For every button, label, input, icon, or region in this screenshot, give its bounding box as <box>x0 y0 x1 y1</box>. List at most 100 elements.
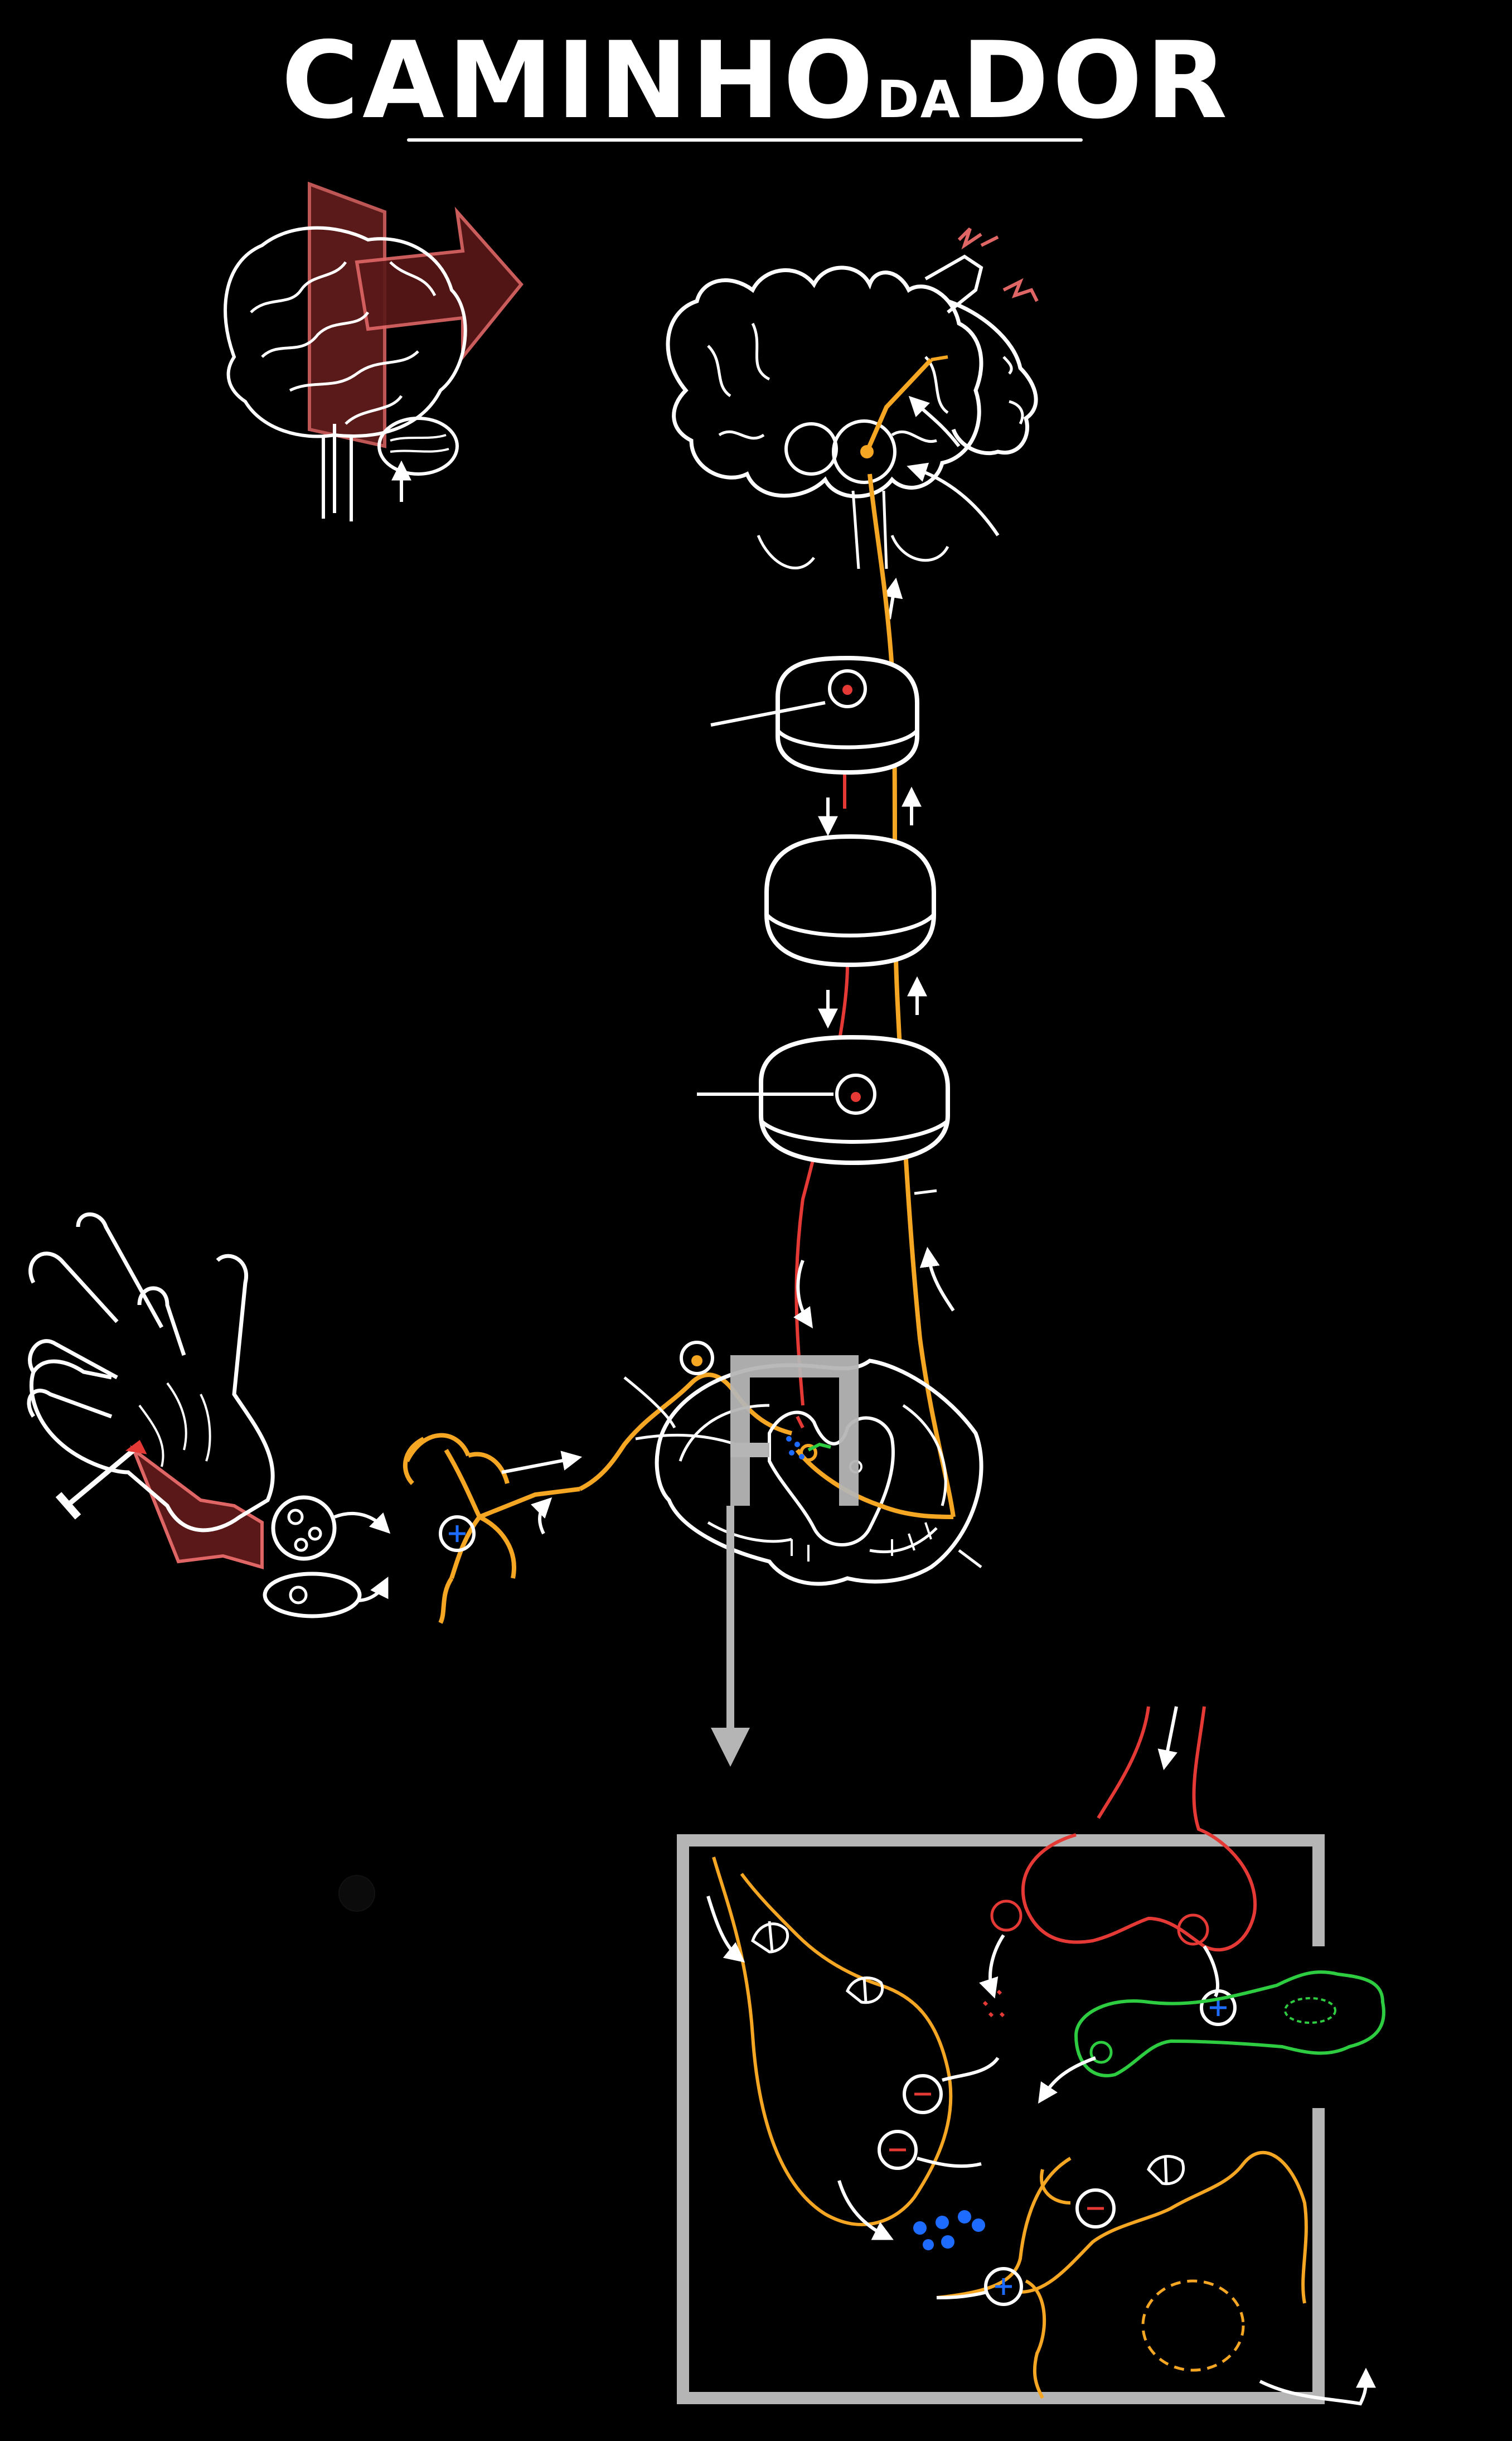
minus-2-arrow <box>917 2157 982 2168</box>
thalamus-synapse-dot <box>860 445 874 458</box>
inhibitory-interneuron <box>1074 1970 1385 2077</box>
descending-vesicle-2 <box>1177 1913 1209 1946</box>
brain-plane-illustration <box>224 181 524 521</box>
interneuron-terminal <box>1089 2041 1113 2064</box>
peripheral-axon <box>579 1372 792 1491</box>
small-brain-outline <box>224 226 467 438</box>
cell-signal-arrow-1 <box>333 1511 391 1534</box>
second-order-neuron <box>936 2150 1308 2399</box>
brain-cerebellum-right <box>890 535 949 562</box>
title-part-dor: DOR <box>961 19 1231 142</box>
dorsal-root-entry <box>623 1376 736 1446</box>
pag-nucleus <box>842 685 852 695</box>
nt-blue-6 <box>923 2239 934 2250</box>
nociceptor-ending <box>403 1433 580 1624</box>
spinothalamic-tract <box>868 473 956 1517</box>
second-order-receptor-minus <box>1075 2188 1116 2229</box>
midbrain-label-line <box>710 701 826 727</box>
midbrain-slice-body <box>776 655 919 775</box>
crossing-fiber <box>795 1448 954 1519</box>
midbrain-slice-top <box>776 729 919 750</box>
descending-neuron-terminal <box>1021 1706 1257 1952</box>
pain-mark-3 <box>980 235 999 247</box>
stray-dot <box>338 1875 375 1912</box>
nt-dot-3 <box>799 1454 805 1459</box>
second-order-receptor-tail <box>936 2290 987 2299</box>
axon-signal-arrow-1 <box>501 1451 583 1474</box>
second-order-nucleus <box>1141 2279 1245 2372</box>
medulla-slice-rim <box>759 1119 949 1144</box>
minus-receptor-arrow <box>942 2057 1000 2082</box>
afferent-receptor-2 <box>845 1976 884 2004</box>
afferent-receptor-1 <box>751 1921 789 1954</box>
ascending-arrow <box>919 1246 955 1312</box>
small-brain-gyri <box>250 261 437 425</box>
descending-arrow <box>793 1259 813 1328</box>
pons-slice-rim <box>765 913 936 937</box>
gray-matter <box>768 1410 895 1546</box>
small-cerebellum <box>377 417 459 476</box>
title-part-caminho: CAMINHO <box>281 19 877 142</box>
plane-arrow-highlight <box>355 206 524 362</box>
raphe-dot <box>851 1092 861 1102</box>
zoom-bracket-outline <box>730 1355 859 1506</box>
pons-slice-body <box>764 834 936 968</box>
hand-outline <box>28 1212 275 1533</box>
sagittal-plane-highlight <box>308 181 386 448</box>
nt-dot-1 <box>794 1442 800 1447</box>
small-cerebellum-folia <box>390 434 449 453</box>
face-mouth <box>1009 400 1024 425</box>
spinal-zoom-bracket <box>711 1355 859 1767</box>
descending-input-arrow <box>1157 1706 1178 1771</box>
second-order-plus-sign <box>995 2278 1012 2295</box>
damaged-cell-1-nucleus-a <box>287 1509 304 1525</box>
synapse-zoom-inset <box>677 1706 1385 2406</box>
damaged-cell-1-nucleus-c <box>294 1538 308 1552</box>
receptor-plus <box>439 1515 476 1552</box>
title-underline <box>407 138 1083 142</box>
nail-head <box>55 1492 81 1520</box>
desc-receptor-arrow <box>1203 1945 1219 1998</box>
dorsal-root-ganglion <box>680 1341 714 1375</box>
brain-inner-arrow-2 <box>907 462 1000 536</box>
cell-signal-arrow-2 <box>356 1577 389 1602</box>
pain-region-highlight <box>130 1445 264 1569</box>
brainstem-stem <box>851 490 888 569</box>
second-order-receptor-plus <box>984 2267 1023 2306</box>
brain-section-outline <box>666 265 983 499</box>
hand-creases <box>138 1382 211 1467</box>
interneuron-output-arrow <box>1038 2056 1097 2104</box>
pain-mark-2 <box>1002 278 1039 302</box>
hand-on-head <box>924 254 983 314</box>
afferent-receptor-minus <box>903 2074 943 2114</box>
hand-with-nail <box>27 1212 275 1569</box>
axon-signal-arrow-2 <box>531 1497 553 1535</box>
nail <box>65 1448 135 1508</box>
face-outline <box>947 299 1038 456</box>
interneuron-green <box>807 1442 831 1452</box>
release-arrow <box>979 1934 1005 1999</box>
damaged-cell-2-nucleus <box>289 1586 308 1604</box>
damaged-cells <box>263 1495 391 1618</box>
tract-side-mark <box>914 1189 937 1195</box>
third-order-neuron <box>865 358 933 453</box>
damaged-cell-1-nucleus-b <box>308 1526 322 1541</box>
ventral-root-fibers <box>791 1522 932 1562</box>
damaged-cell-1 <box>271 1495 337 1561</box>
damaged-cell-2 <box>263 1572 362 1618</box>
descending-terminal <box>796 1415 805 1429</box>
nt-blue-4 <box>972 2218 985 2232</box>
periaqueductal-gray <box>828 669 867 708</box>
exit-line <box>958 1549 982 1568</box>
desc-receptor-plus <box>1200 1989 1237 2026</box>
face-eye <box>1002 356 1013 375</box>
drg-soma <box>691 1355 702 1366</box>
title: CAMINHODADOR <box>0 28 1512 134</box>
nt-release-arrow <box>837 2180 894 2240</box>
title-part-da: DA <box>876 70 961 129</box>
thalamus <box>832 419 896 484</box>
small-brainstem <box>322 424 353 521</box>
pons-slice <box>764 834 936 968</box>
